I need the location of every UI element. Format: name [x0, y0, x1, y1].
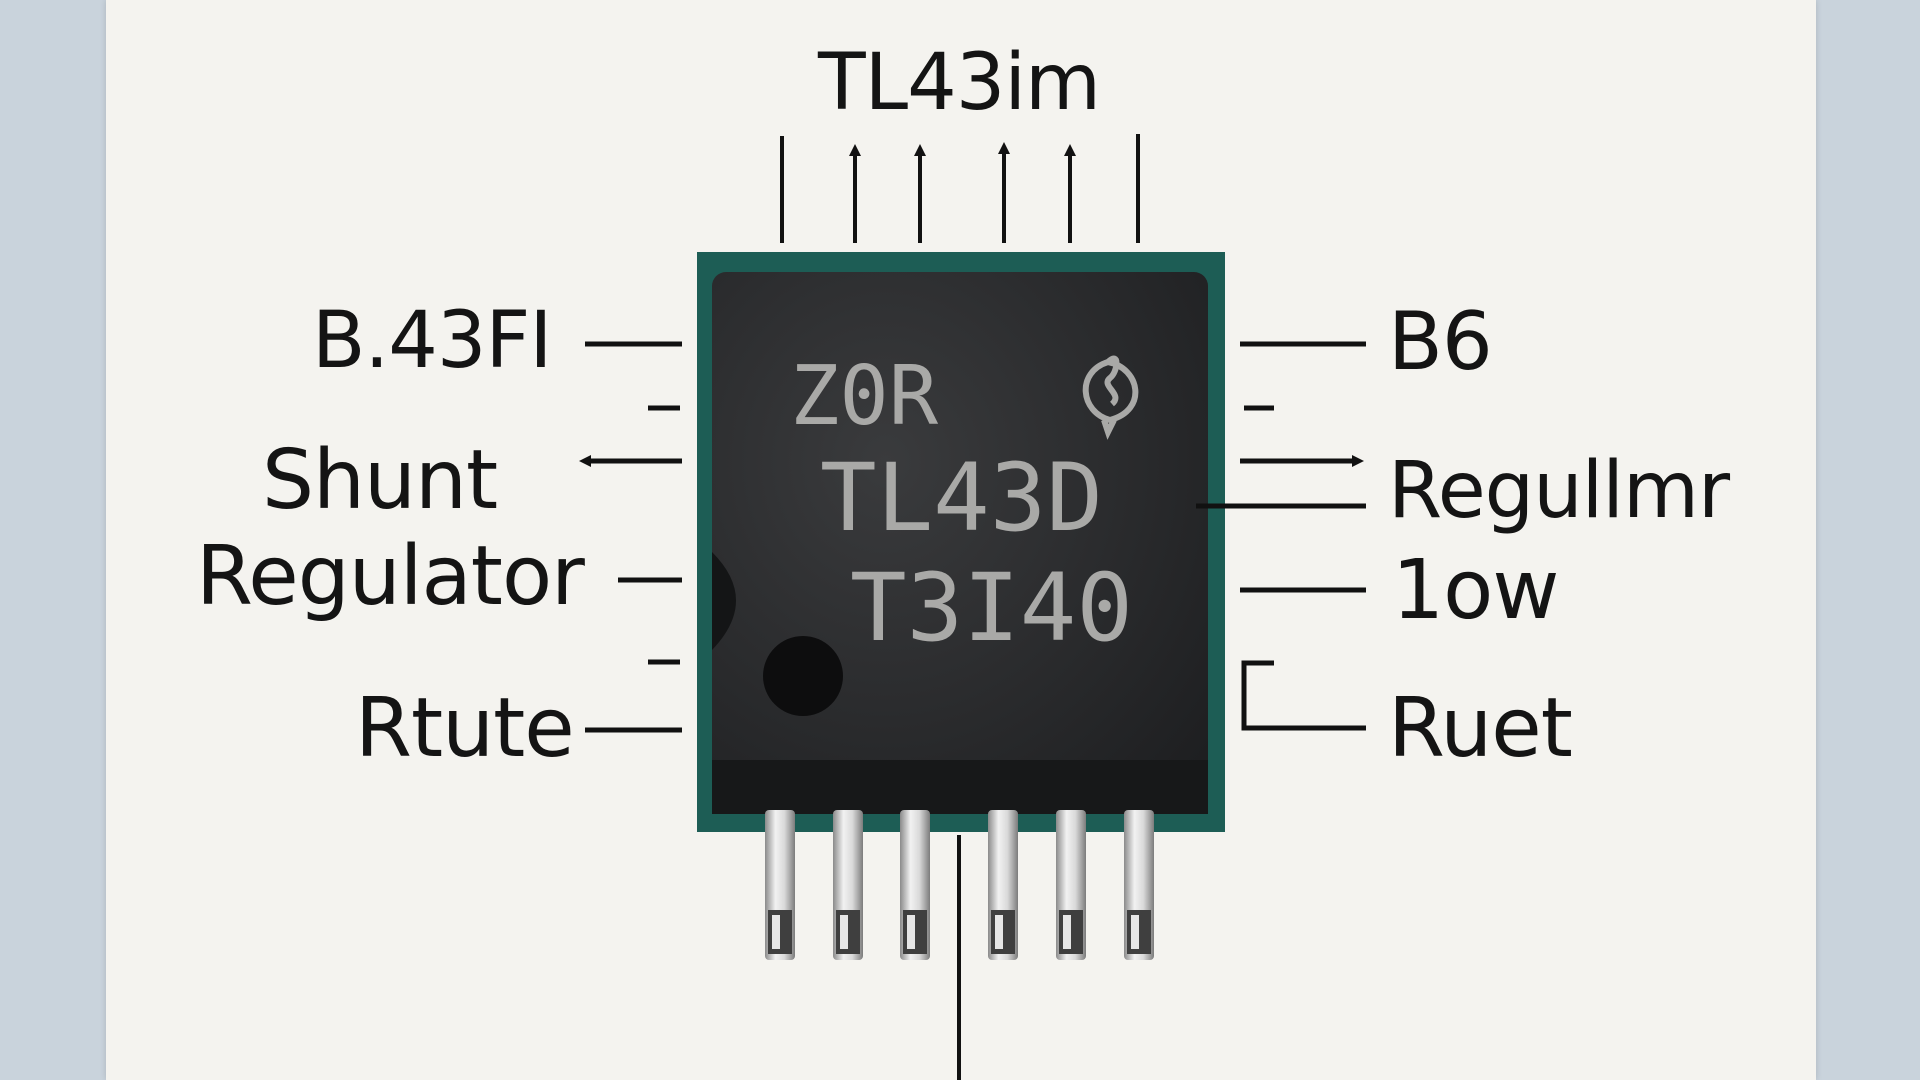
top-pin-arrows: [780, 134, 1140, 243]
manufacturer-logo-icon: [1082, 355, 1139, 440]
chip-notch: [712, 552, 736, 650]
right-label-lower-middle: 1ow: [1392, 543, 1559, 638]
left-label-middle-line2: Regulator: [196, 529, 585, 624]
top-label: TL43im: [818, 38, 1101, 128]
right-label-middle: Regullmr: [1388, 446, 1730, 536]
right-leader-lines: [1196, 341, 1366, 731]
left-label-upper: B.43FI: [312, 296, 552, 386]
right-label-upper: B6: [1388, 295, 1493, 388]
pin1-marker: [763, 636, 843, 716]
left-leader-lines: [579, 341, 682, 733]
chip-text-line1: Z0R: [790, 349, 939, 444]
left-label-lower: Rtute: [355, 681, 575, 776]
bottom-leads: [765, 810, 1154, 960]
chip-text-line3: T3I40: [850, 554, 1133, 663]
chip-text-line2: TL43D: [820, 444, 1103, 553]
right-label-lower: Ruet: [1388, 681, 1573, 776]
chip-bottom-band: [712, 760, 1208, 814]
left-label-middle-line1: Shunt: [262, 433, 498, 528]
